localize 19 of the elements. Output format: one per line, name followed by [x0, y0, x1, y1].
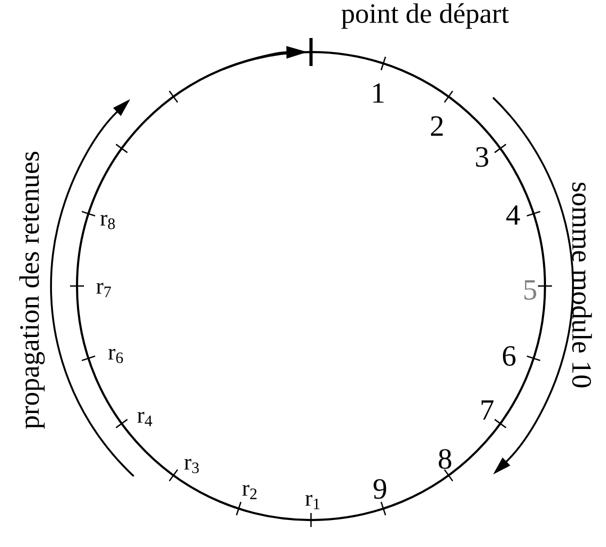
- tick-number: 4: [506, 205, 520, 225]
- carry-label: r$_{8}$: [100, 214, 115, 230]
- tick-number: 2: [430, 116, 443, 136]
- carry-label: r$_{3}$: [184, 458, 199, 474]
- tick-number: 6: [502, 346, 516, 366]
- carry-label: r$_{7}$: [96, 282, 111, 298]
- arc-caption: propagation des retenues: [19, 152, 45, 429]
- tick-number: 3: [476, 147, 488, 167]
- carry-label: r$_{1}$: [305, 494, 320, 510]
- tick-number: 9: [374, 479, 386, 499]
- carry-label: r$_{6}$: [108, 348, 123, 364]
- tick-number: 7: [482, 400, 494, 420]
- tick-number: 8: [438, 449, 452, 469]
- start-label: point de départ: [342, 3, 509, 29]
- tick-number: 1: [373, 83, 384, 103]
- carry-label: r$_{4}$: [137, 412, 152, 426]
- tick-number: 5: [524, 280, 536, 300]
- arc-caption: somme module 10: [572, 182, 592, 388]
- carry-label: r$_{2}$: [242, 484, 257, 500]
